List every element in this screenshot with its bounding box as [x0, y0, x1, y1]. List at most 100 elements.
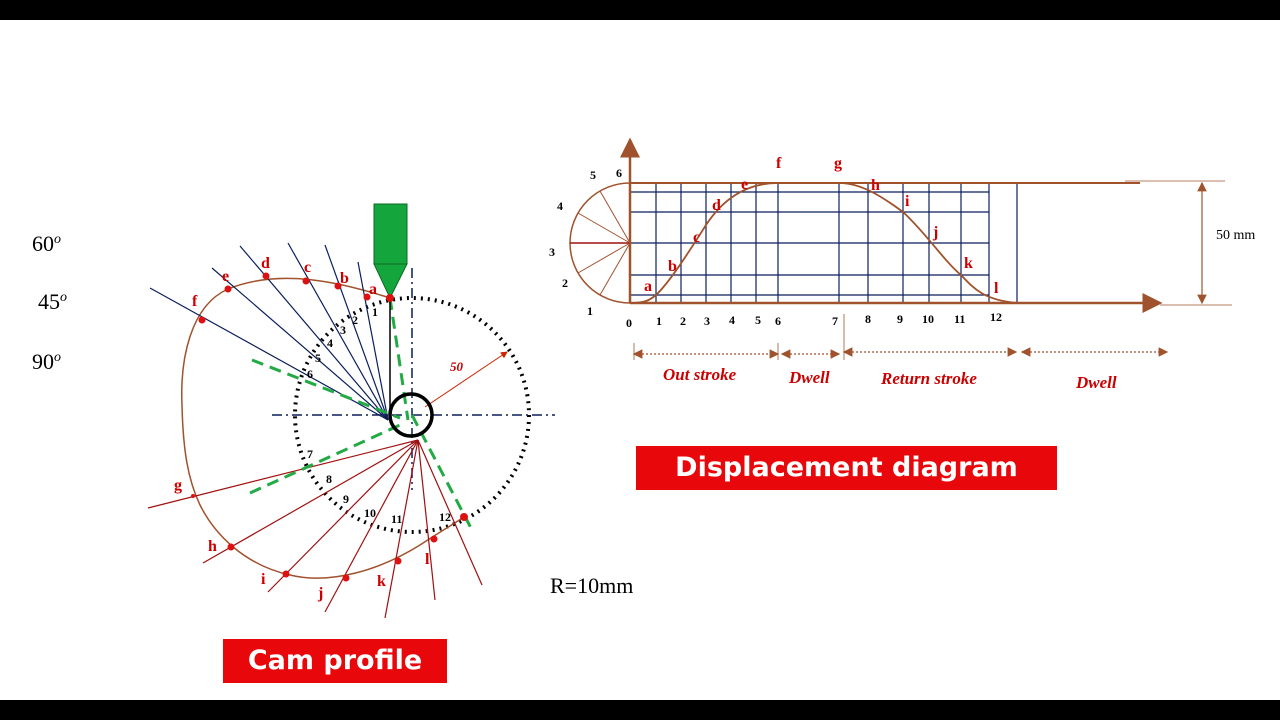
- cam-label-k: k: [377, 573, 386, 590]
- cam-label-c: c: [304, 259, 311, 276]
- cam-num-7: 7: [307, 447, 313, 461]
- radial-line-b: [324, 244, 389, 421]
- circle-num-2: 2: [562, 276, 568, 290]
- curve-label-h: h: [871, 177, 880, 194]
- cam-label-d: d: [261, 255, 270, 272]
- x-tick-3: 3: [704, 314, 710, 328]
- curve-label-j: j: [932, 224, 938, 241]
- cam-label-g: g: [174, 477, 182, 494]
- cam-label-f: f: [192, 293, 198, 310]
- cam-outline: [181, 277, 465, 579]
- cam-point-end: [460, 513, 468, 521]
- radial-line-i: [267, 439, 419, 593]
- curve-label-b: b: [668, 258, 677, 275]
- return-radial-lines: [147, 439, 483, 619]
- cam-point-b: [334, 282, 342, 290]
- curve-label-g: g: [834, 155, 842, 172]
- cam-point-top: [386, 294, 394, 302]
- grid-horizontals: [630, 191, 989, 296]
- cam-label-a: a: [369, 281, 377, 298]
- curve-label-a: a: [644, 278, 652, 295]
- cam-point-h: [227, 543, 235, 551]
- cam-profile-badge: Cam profile: [223, 639, 447, 683]
- prime-circle: [293, 296, 531, 534]
- bottom-letterbox-bar: [0, 700, 1280, 720]
- green-line-vertical: [388, 297, 410, 421]
- curve-label-f: f: [776, 155, 782, 172]
- curve-label-e: e: [741, 176, 748, 193]
- cam-label-e: e: [222, 268, 229, 285]
- curve-label-d: d: [712, 197, 721, 214]
- segment-ticks: [633, 314, 845, 360]
- cam-point-l: [430, 535, 438, 543]
- displacement-diagram-badge: Displacement diagram: [636, 446, 1057, 490]
- lift-label: 50 mm: [1216, 228, 1255, 243]
- x-tick-2: 2: [680, 314, 686, 328]
- displacement-diagram-group: 50 mm 0 1 2 3 4 5 6 7 8 9 10 11 12 1 2 3…: [549, 137, 1255, 392]
- segment-dwell-2: Dwell: [1075, 373, 1117, 392]
- green-line-60: [251, 358, 401, 420]
- follower-tip: [373, 263, 408, 300]
- cam-point-c: [302, 277, 310, 285]
- curve-label-c: c: [693, 229, 700, 246]
- top-letterbox-bar: [0, 0, 1280, 20]
- cam-label-i: i: [261, 571, 266, 588]
- angle-division-lines: [249, 297, 474, 531]
- cam-point-k: [394, 557, 402, 565]
- radial-line-end: [417, 439, 483, 586]
- segment-dwell-1: Dwell: [788, 368, 830, 387]
- cam-num-3: 3: [340, 323, 346, 337]
- x-tick-7: 7: [832, 314, 838, 328]
- cam-points: [191, 272, 468, 582]
- angle-label-45: 45o: [38, 289, 67, 314]
- x-tick-9: 9: [897, 312, 903, 326]
- cam-point-d: [262, 272, 270, 280]
- angle-label-60: 60o: [32, 231, 61, 256]
- follower-body: [373, 203, 408, 265]
- x-tick-8: 8: [865, 312, 871, 326]
- radial-line-l: [417, 439, 436, 601]
- cam-num-12: 12: [439, 510, 451, 524]
- cam-profile-group: 50: [147, 203, 555, 619]
- cam-label-h: h: [208, 538, 217, 555]
- cam-num-9: 9: [343, 492, 349, 506]
- cam-point-j: [342, 574, 350, 582]
- segment-return: Return stroke: [880, 369, 977, 388]
- displacement-curve: [629, 182, 1018, 304]
- circle-num-6: 6: [616, 166, 622, 180]
- cam-point-g: [191, 494, 195, 498]
- radial-line-d: [239, 245, 389, 421]
- angle-label-90: 90o: [32, 349, 61, 374]
- x-tick-12: 12: [990, 310, 1002, 324]
- x-tick-11: 11: [954, 312, 965, 326]
- radius-label: 50: [450, 359, 464, 374]
- x-tick-6: 6: [775, 314, 781, 328]
- cam-point-f: [198, 316, 206, 324]
- x-tick-1: 1: [656, 314, 662, 328]
- x-tick-10: 10: [922, 312, 934, 326]
- cam-point-e: [224, 285, 232, 293]
- cam-point-i: [282, 570, 290, 578]
- segment-arrows: [632, 347, 1169, 359]
- radius-arrow: [424, 351, 508, 408]
- circle-num-4: 4: [557, 199, 563, 213]
- circle-num-1: 1: [587, 304, 593, 318]
- circle-num-5: 5: [590, 168, 596, 182]
- green-line-45: [249, 423, 401, 495]
- cam-num-4: 4: [327, 336, 333, 350]
- x-tick-4: 4: [729, 313, 735, 327]
- radial-line-a: [357, 261, 389, 421]
- circle-num-3: 3: [549, 245, 555, 259]
- cam-label-j: j: [317, 585, 323, 602]
- radial-line-c: [287, 242, 389, 421]
- x-tick-labels: 0 1 2 3 4 5 6 7 8 9 10 11 12: [626, 310, 1002, 330]
- cam-num-6: 6: [307, 367, 313, 381]
- cam-num-2: 2: [352, 313, 358, 327]
- cam-num-5: 5: [315, 351, 321, 365]
- roller-radius-label: R=10mm: [550, 573, 633, 598]
- cam-num-1: 1: [372, 305, 378, 319]
- cam-label-b: b: [340, 270, 349, 287]
- cam-num-10: 10: [364, 506, 376, 520]
- angle-labels: 60o 45o 90o: [32, 231, 67, 374]
